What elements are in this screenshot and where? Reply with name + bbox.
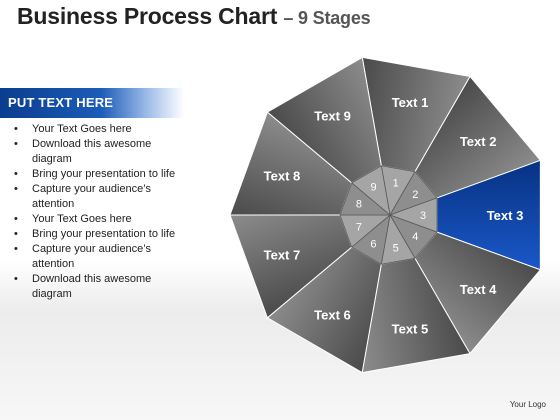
bullet-text: Your Text Goes here xyxy=(32,123,132,135)
bullet-list: • Your Text Goes here • Download this awes… xyxy=(14,122,184,302)
bullet-dot: • xyxy=(14,243,18,255)
logo-placeholder: Your Logo xyxy=(509,400,546,409)
stage-number-9: 9 xyxy=(370,181,376,193)
bullet-dot: • xyxy=(14,273,18,285)
bullet-item: • Your Text Goes here xyxy=(14,212,184,227)
bullet-item: • Capture your audience’s attention xyxy=(14,242,184,272)
stage-number-5: 5 xyxy=(393,243,399,255)
stage-number-7: 7 xyxy=(356,221,362,233)
stage-label-9: Text 9 xyxy=(314,108,351,123)
bullet-text: Bring your presentation to life xyxy=(32,228,176,240)
stage-label-2: Text 2 xyxy=(460,134,497,149)
stage-number-6: 6 xyxy=(370,239,376,251)
bullet-text: Capture your audience’s attention xyxy=(32,243,152,270)
bullet-dot: • xyxy=(14,168,18,180)
stage-number-4: 4 xyxy=(412,231,418,243)
bullet-item: • Your Text Goes here xyxy=(14,122,184,137)
bullet-text: Your Text Goes here xyxy=(32,213,132,225)
bullet-item: • Capture your audience’s attention xyxy=(14,182,184,212)
title-sub: – 9 Stages xyxy=(283,8,371,28)
stage-label-7: Text 7 xyxy=(264,247,301,262)
stage-label-3: Text 3 xyxy=(487,208,524,223)
stage-label-4: Text 4 xyxy=(460,282,497,297)
stage-label-5: Text 5 xyxy=(392,321,429,336)
stage-core-9 xyxy=(351,165,391,217)
bullet-dot: • xyxy=(14,138,18,150)
bullet-dot: • xyxy=(14,183,18,195)
stage-label-1: Text 1 xyxy=(392,95,429,110)
bullet-item: • Bring your presentation to life xyxy=(14,227,184,242)
bullet-dot: • xyxy=(14,213,18,225)
stage-label-8: Text 8 xyxy=(264,169,301,184)
stage-number-3: 3 xyxy=(420,210,426,222)
text-banner: PUT TEXT HERE xyxy=(0,88,184,118)
stage-label-6: Text 6 xyxy=(314,308,351,323)
bullet-text: Download this awesome diagram xyxy=(32,273,152,300)
stage-number-8: 8 xyxy=(356,199,362,211)
bullet-item: • Bring your presentation to life xyxy=(14,167,184,182)
bullet-text: Download this awesome diagram xyxy=(32,138,152,165)
bullet-item: • Download this awesome diagram xyxy=(14,137,184,167)
bullet-text: Capture your audience’s attention xyxy=(32,183,152,210)
bullet-dot: • xyxy=(14,228,18,240)
bullet-dot: • xyxy=(14,123,18,135)
banner-label: PUT TEXT HERE xyxy=(8,95,114,110)
page-title: Business Process Chart – 9 Stages xyxy=(17,3,371,30)
bullet-item: • Download this awesome diagram xyxy=(14,272,184,302)
stage-number-2: 2 xyxy=(412,189,418,201)
bullet-text: Bring your presentation to life xyxy=(32,168,176,180)
title-main: Business Process Chart xyxy=(17,3,278,29)
stage-number-1: 1 xyxy=(393,178,399,190)
